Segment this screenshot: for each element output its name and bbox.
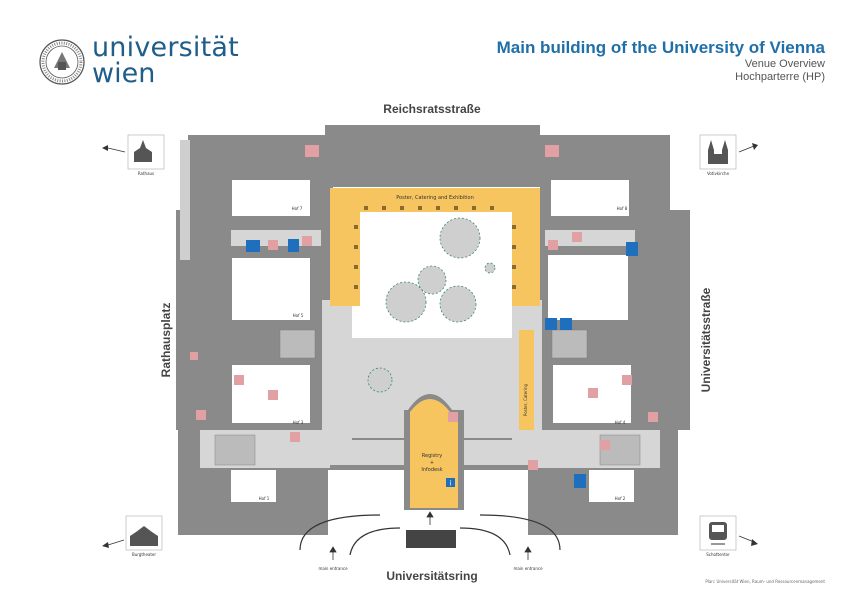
- entrance-steps: [406, 530, 456, 548]
- rathaus-icon: [134, 140, 152, 162]
- page-title: Main building of the University of Vienn…: [496, 38, 825, 57]
- courtyard-trees: [367, 217, 496, 393]
- schottentor-landmark: Schottentor: [699, 515, 758, 557]
- burgtheater-label: Burgtheater: [132, 552, 156, 557]
- university-logo: universität wien: [38, 34, 298, 89]
- hof-1-label: Hof 1: [259, 496, 270, 501]
- entrance-ramps: [299, 514, 561, 556]
- hof-5-label: Hof 5: [293, 313, 304, 318]
- entrance-arrows: [329, 511, 532, 560]
- page-subtitle: Venue Overview: [744, 58, 825, 70]
- university-seal-icon: [39, 39, 85, 85]
- main-entrance-right-label: main entrance: [513, 566, 543, 571]
- burgtheater-landmark: Burgtheater: [102, 515, 163, 557]
- rathaus-label: Rathaus: [138, 171, 154, 176]
- tram-icon: [709, 522, 727, 545]
- hof-8-label: Hof 8: [617, 206, 628, 211]
- header: Main building of the University of Vienn…: [497, 38, 825, 84]
- votivkirche-label: Votivkirche: [707, 171, 730, 176]
- floor-label: Hochparterre (HP): [735, 71, 825, 83]
- logo-text-universitat: universität: [92, 32, 239, 63]
- street-top: Reichsratsstraße: [383, 102, 481, 116]
- restroom-icons: [246, 239, 638, 488]
- hof-4-label: Hof 4: [615, 420, 626, 425]
- infodesk-label: Infodesk: [421, 467, 442, 473]
- rooms: [190, 145, 658, 470]
- votivkirche-landmark: Votivkirche: [699, 134, 758, 176]
- hof-2-label: Hof 2: [615, 496, 626, 501]
- rathaus-landmark: Rathaus: [102, 134, 165, 176]
- street-right: Universitätsstraße: [699, 287, 713, 392]
- burgtheater-icon: [130, 526, 158, 546]
- street-bottom: Universitätsring: [386, 569, 477, 583]
- registry-label: Registry: [422, 453, 443, 459]
- street-left: Rathausplatz: [159, 303, 173, 378]
- registry-plus: +: [430, 460, 434, 466]
- info-icon-glyph: i: [450, 480, 452, 488]
- map-credit: Plan: Universität Wien, Raum- und Ressou…: [705, 579, 825, 584]
- main-entrance-left-label: main entrance: [318, 566, 348, 571]
- info-icon: [446, 478, 455, 487]
- logo-text-wien: wien: [92, 58, 156, 89]
- poster-area-label: Poster, Catering and Exhibition: [396, 195, 474, 201]
- corridor-label: Poster, Catering: [523, 383, 528, 416]
- arcade-columns: [354, 206, 516, 289]
- schottentor-label: Schottentor: [706, 552, 730, 557]
- votivkirche-icon: [708, 140, 728, 164]
- hof-3-label: Hof 3: [293, 420, 304, 425]
- hof-7-label: Hof 7: [292, 206, 303, 211]
